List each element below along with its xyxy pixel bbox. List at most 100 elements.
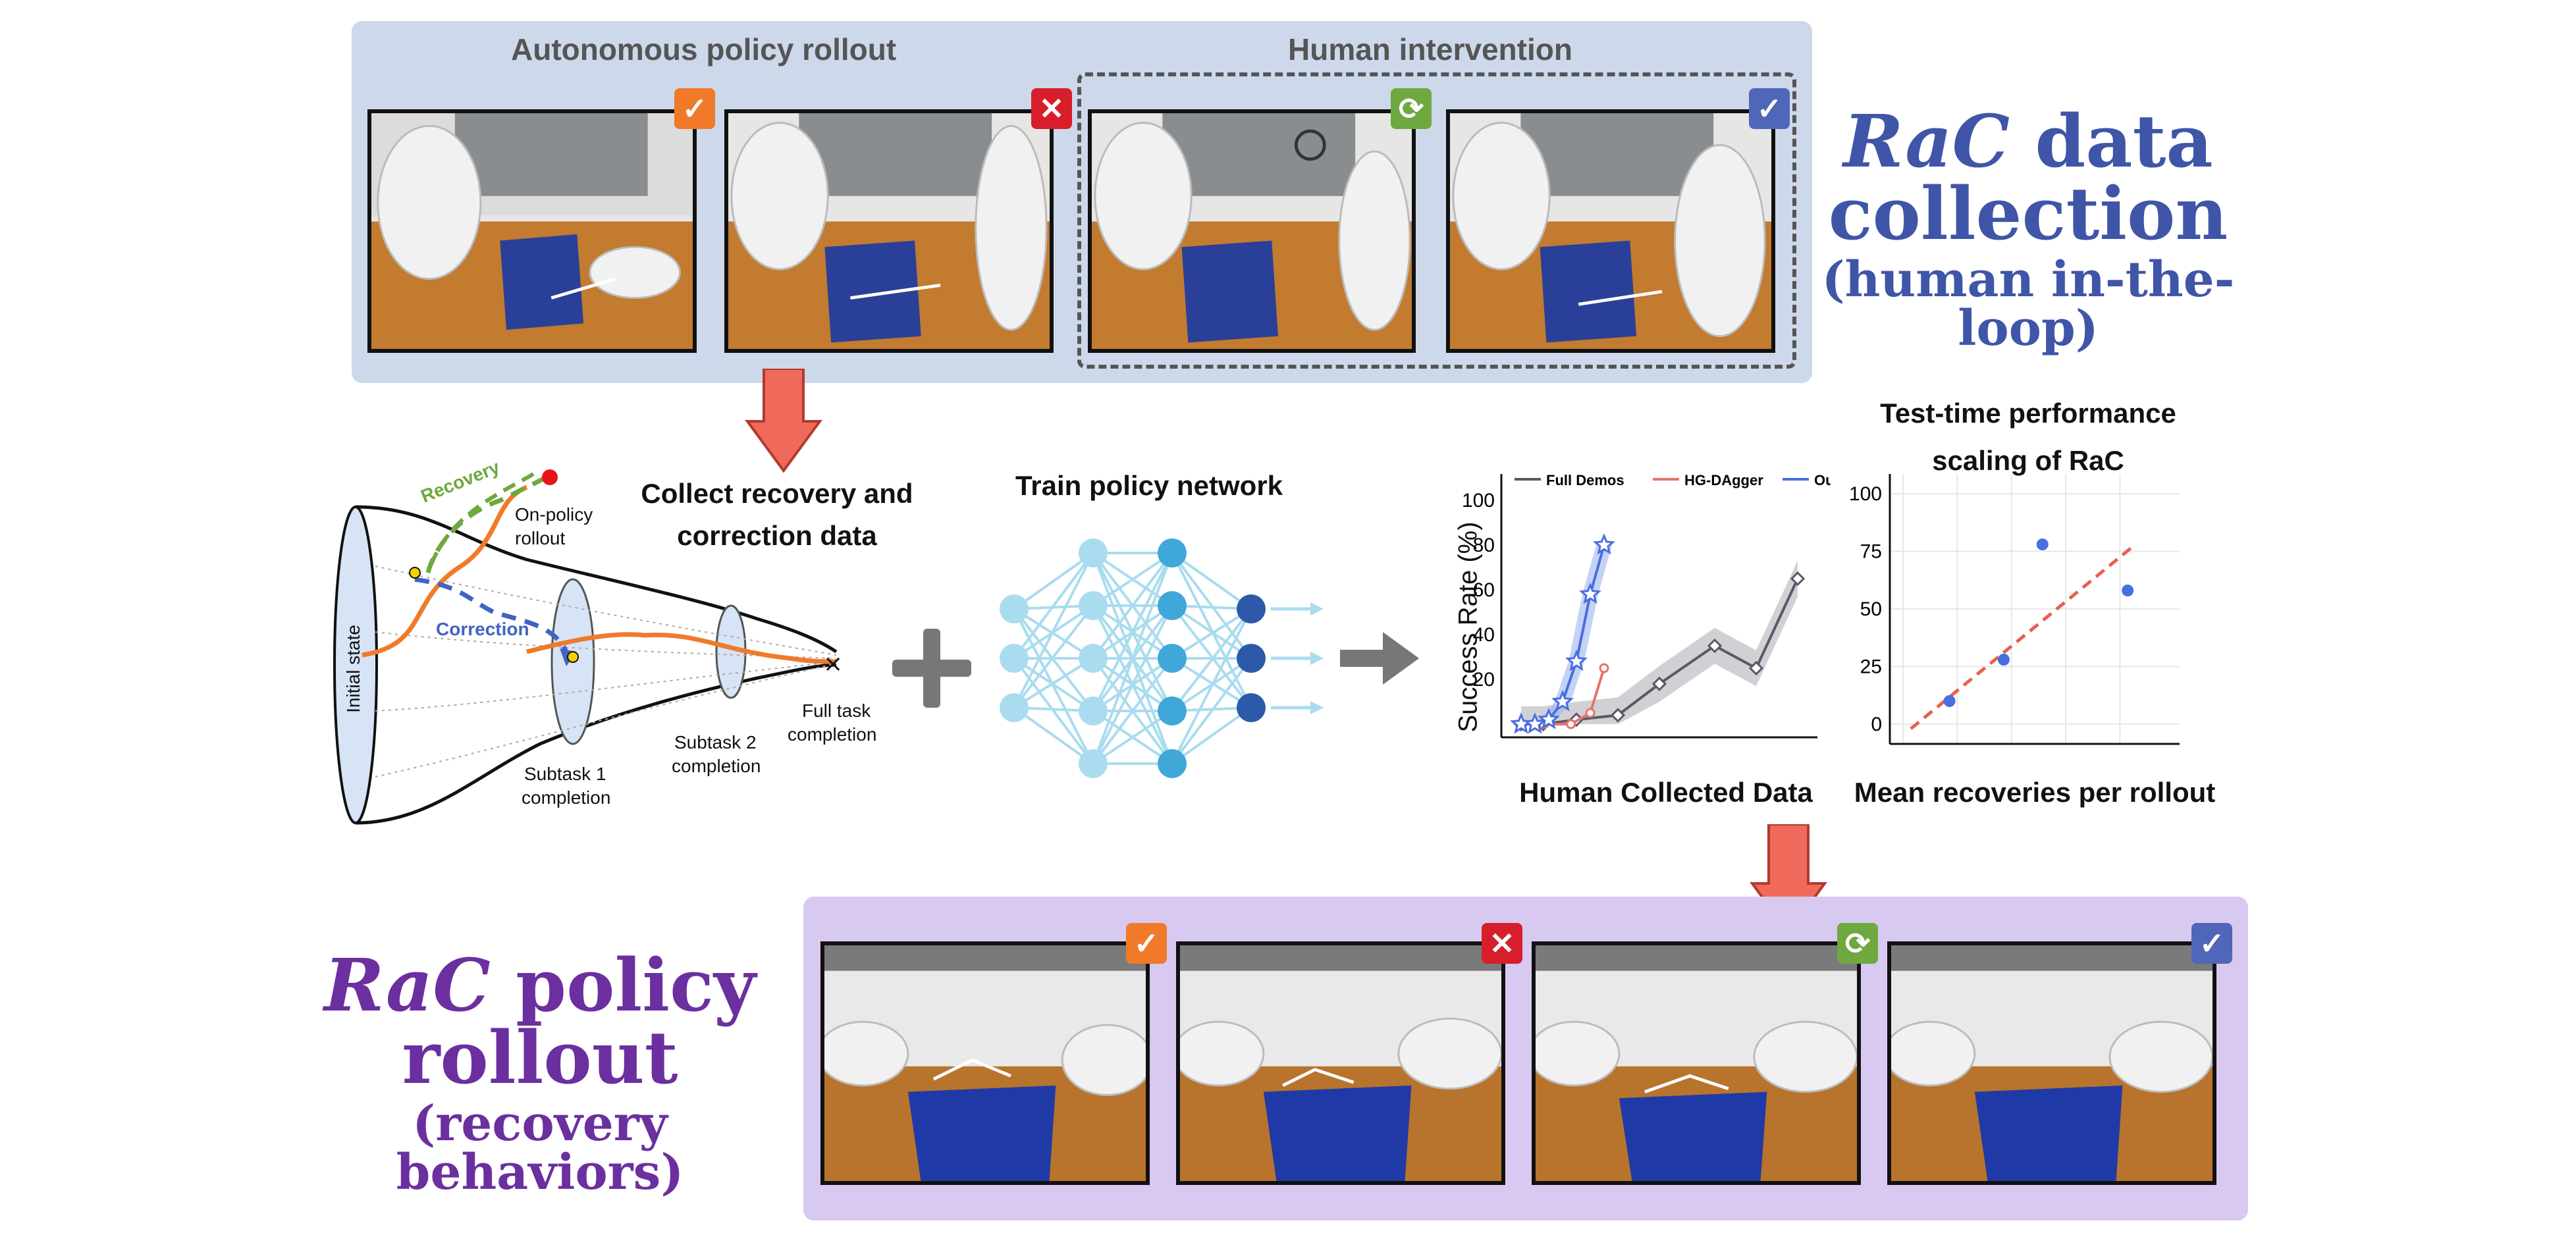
nn-edge [1092,605,1173,764]
nn-edge [1171,552,1252,660]
nn-node [1237,644,1266,673]
robot-scene-image [1092,113,1412,349]
full-task-label-2: completion [788,724,877,745]
scatter-title-2: scaling of RaC [1932,445,2124,476]
line-chart-ylabel: Success Rate (%) [1453,521,1483,733]
nn-edge [1171,608,1252,660]
full-demos-band [1521,560,1798,724]
initial-state-label: Initial state [342,625,363,713]
nn-edge [1013,706,1094,765]
nn-edge [1013,608,1094,660]
nn-edge [1171,552,1252,708]
nn-edge [1013,657,1094,765]
nn-node [1158,644,1187,673]
ours-point [1592,533,1616,555]
neural-network-diagram [1000,539,1324,778]
subtask2-label-2: completion [672,756,761,776]
correction-label: Correction [436,619,529,639]
nn-output-arrowhead [1310,652,1324,665]
line-chart-xlabel: Human Collected Data [1519,777,1813,808]
autonomous-rollout-header: Autonomous policy rollout [511,32,897,66]
on-policy-label-1: On-policy [515,504,593,525]
down-arrow-icon [745,369,822,473]
nn-node [1237,693,1266,722]
nn-edge [1092,552,1173,660]
nn-edge [1171,657,1252,709]
nn-node [1079,539,1108,567]
title-rest: data [2010,99,2213,184]
nn-edge [1092,552,1173,607]
title-subtitle: (human in-the-loop) [1821,251,2235,357]
state-funnel-diagram: × [333,469,843,825]
y-tick-label: 60 [1473,579,1495,601]
full-task-label-1: Full task [802,700,871,721]
success-check-icon: ✓ [674,88,715,129]
success-check-icon: ✓ [1126,923,1167,964]
y-tick-label: 100 [1462,490,1495,512]
ours-point [1537,708,1561,729]
nn-edge [1171,657,1252,765]
scatter-title-1: Test-time performance [1880,398,2176,429]
title-subtitle: (recovery behaviors) [396,1095,684,1201]
nn-edge [1092,552,1173,764]
human-intervention-header: Human intervention [1288,32,1572,66]
nn-edge [1171,552,1252,610]
nn-edge [1013,608,1094,712]
nn-output-arrowhead [1310,701,1324,714]
nn-edge [1013,552,1094,610]
robot-scene-image [824,945,1146,1181]
robot-scene-image [371,113,693,349]
rac-italic: RaC [324,943,491,1028]
robot-scene-image [1180,945,1501,1181]
policy-frame-3 [1532,941,1861,1185]
nn-node [1079,696,1108,725]
subtask2-label-1: Subtask 2 [674,732,757,752]
scatter-point [1997,654,2010,666]
nn-node [1000,693,1029,722]
nn-edge [1092,552,1173,712]
collect-step-line2: correction data [677,520,877,551]
scatter-xlabel: Mean recoveries per rollout [1854,777,2216,808]
full-demos-point [1651,676,1667,691]
full-demos-point [1748,660,1764,676]
retry-loop-icon: ⟳ [1391,88,1432,129]
nn-node [1158,696,1187,725]
y-tick-label: 100 [1849,483,1882,505]
y-tick-label: 0 [1871,714,1882,735]
plus-icon [892,629,971,708]
subtask1-label-2: completion [522,787,611,808]
nn-node [1079,749,1108,778]
on-policy-label-2: rollout [515,528,566,548]
robot-scene-image [1450,113,1771,349]
y-tick-label: 75 [1860,541,1882,563]
policy-frame-1 [820,941,1150,1185]
nn-edge [1013,552,1094,708]
retry-loop-icon: ⟳ [1837,923,1878,964]
title-line2: collection [1828,171,2228,256]
nn-node [1158,749,1187,778]
robot-scene-image [728,113,1050,349]
done-check-icon: ✓ [2191,923,2232,964]
title-line2: rollout [402,1015,678,1100]
scatter-point [2036,539,2049,550]
nn-node [1079,591,1108,620]
nn-node [1158,539,1187,567]
collect-step-line1: Collect recovery and [641,478,913,509]
trend-line [1910,543,2137,730]
nn-node [1000,594,1029,623]
scatter-point [1943,695,1956,707]
svg-text:×: × [823,650,843,677]
nn-output-arrowhead [1310,602,1324,616]
nn-edge [1013,657,1094,712]
legend-label: HG-DAgger [1684,472,1763,488]
nn-node [1237,594,1266,623]
title-rest: policy [490,943,756,1028]
nn-edge [1171,608,1252,764]
ours-point [1523,712,1547,734]
hg-dagger-point [1599,663,1609,673]
rollout-frame-1 [367,109,697,353]
policy-rollout-title: RaC policy rollout (recovery behaviors) [290,949,790,1197]
y-tick-label: 40 [1473,624,1495,646]
